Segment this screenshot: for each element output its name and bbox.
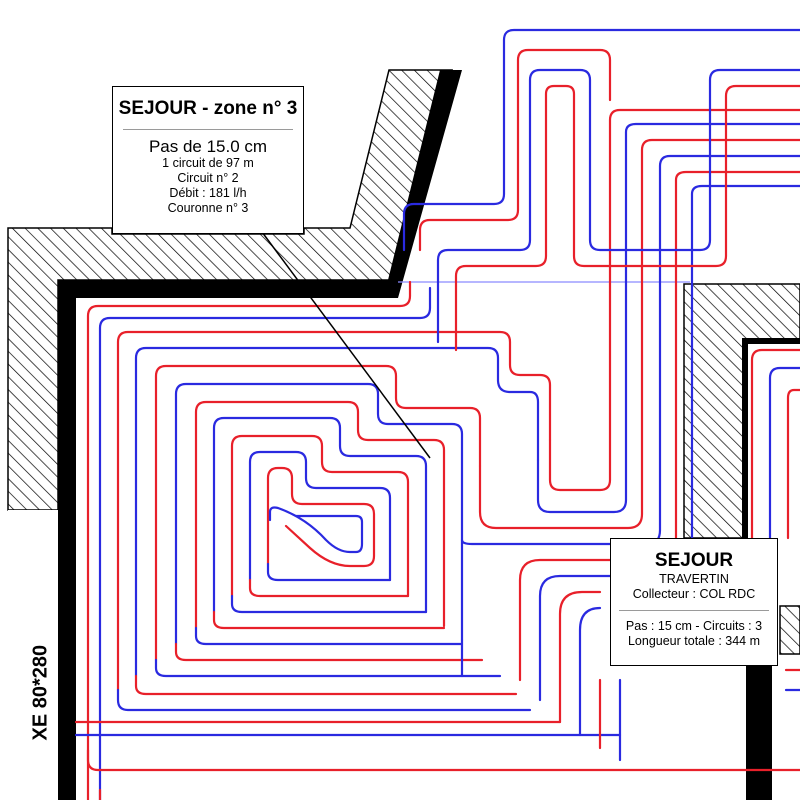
- supply-pipe: [558, 590, 602, 724]
- door-label-text: XE 80*280: [29, 644, 52, 741]
- right-wall-top: [746, 338, 800, 344]
- return-pipe: [154, 658, 502, 678]
- room-floor-finish: TRAVERTIN: [659, 572, 729, 586]
- divider: [619, 610, 769, 611]
- zone-flow: Débit : 181 l/h: [169, 186, 247, 200]
- supply-pipe: [750, 348, 800, 540]
- supply-pipe: [548, 108, 800, 492]
- return-pipe: [536, 122, 800, 514]
- door-opening: [8, 510, 58, 800]
- zone-ring: Couronne n° 3: [167, 201, 249, 215]
- supply-pipe: [418, 48, 612, 252]
- zone-label: SEJOUR - zone n° 3 Pas de 15.0 cm 1 circ…: [112, 86, 304, 234]
- return-pipe: [578, 606, 602, 737]
- walls: [58, 70, 800, 800]
- return-pipe: [174, 382, 464, 646]
- room-title: SEJOUR: [654, 550, 734, 571]
- zone-title: SEJOUR - zone n° 3: [118, 98, 298, 119]
- leader-line: [261, 231, 431, 459]
- return-pipe: [134, 346, 540, 678]
- supply-pipe: [248, 578, 410, 598]
- supply-pipe: [174, 642, 484, 662]
- supply-pipe: [454, 84, 800, 352]
- return-pipe: [98, 286, 432, 800]
- zone-circuit-number: Circuit n° 2: [177, 171, 239, 185]
- return-pipe: [248, 450, 392, 582]
- room-collector: Collecteur : COL RDC: [632, 587, 756, 601]
- return-pipe: [266, 562, 392, 582]
- small-hatched-block: [779, 605, 800, 655]
- zone-circuit-length: 1 circuit de 97 m: [162, 156, 254, 170]
- return-pipe: [436, 68, 800, 344]
- supply-pipe: [212, 610, 446, 630]
- supply-pipe: [154, 364, 482, 662]
- room-total-length: Longueur totale : 344 m: [627, 634, 761, 648]
- room-label: SEJOUR TRAVERTIN Collecteur : COL RDC Pa…: [610, 538, 778, 666]
- supply-pipe: [478, 138, 800, 530]
- supply-pipe: [116, 330, 552, 692]
- supply-pipe: [86, 748, 800, 772]
- return-pipe: [116, 688, 532, 712]
- return-pipe: [402, 28, 800, 252]
- return-pipe: [268, 506, 364, 554]
- divider: [123, 129, 293, 130]
- left-wall: [58, 280, 76, 800]
- return-pipe: [194, 626, 464, 646]
- return-pipe: [212, 416, 428, 614]
- return-pipe: [230, 594, 428, 614]
- supply-pipe: [266, 466, 376, 568]
- supply-pipe: [194, 400, 446, 630]
- return-pipe: [768, 366, 800, 540]
- supply-pipe: [86, 280, 412, 800]
- zone-pitch: Pas de 15.0 cm: [148, 137, 268, 156]
- door-label: XE 80*280: [28, 638, 52, 741]
- supply-pipe: [134, 674, 518, 696]
- right-wall-side: [742, 338, 748, 538]
- supply-pipe: [230, 434, 410, 598]
- room-pitch-circuits: Pas : 15 cm - Circuits : 3: [625, 619, 763, 633]
- right-wall-stub: [746, 666, 772, 800]
- supply-pipe: [786, 388, 800, 540]
